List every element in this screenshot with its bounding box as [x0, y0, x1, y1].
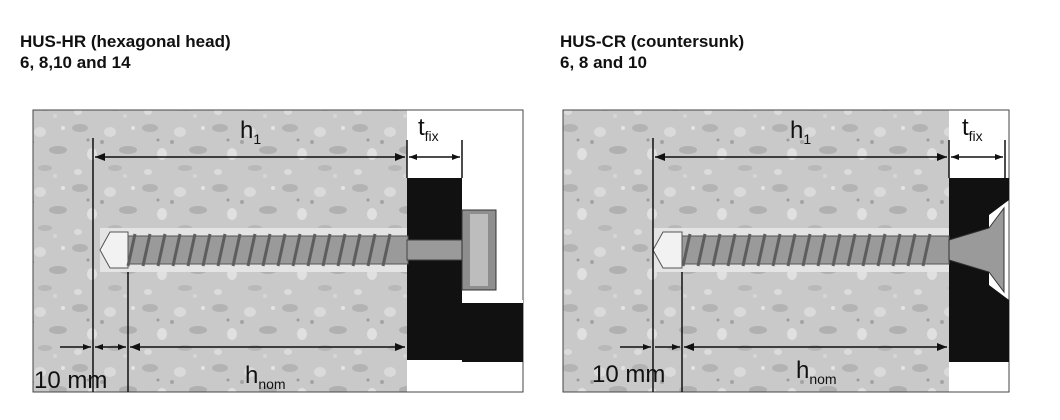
right-diagram-heading: HUS-CR (countersunk) 6, 8 and 10: [560, 31, 744, 73]
right-countersunk-head: [948, 206, 1005, 294]
left-fixture-lower: [462, 303, 523, 362]
right-tfix-label: tfix: [962, 114, 983, 144]
left-diagram-heading: HUS-HR (hexagonal head) 6, 8,10 and 14: [20, 31, 231, 73]
left-arrowheads: [83, 153, 460, 351]
right-dimensions: [620, 138, 1006, 392]
left-diagram: h1 tfix 10 mm hnom: [32, 109, 524, 394]
right-frame: [562, 109, 1010, 393]
right-diagram-subtitle: 6, 8 and 10: [560, 53, 647, 72]
right-edge-distance-label: 10 mm: [592, 361, 665, 388]
left-tfix-label: tfix: [418, 114, 439, 144]
right-diagram: h1 tfix 10 mm hnom: [562, 109, 1010, 393]
left-hnom-label: hnom: [245, 362, 286, 392]
right-arrowheads: [643, 153, 1003, 351]
right-hnom-label: hnom: [796, 357, 837, 387]
right-h1-label: h1: [790, 117, 811, 147]
left-frame: [32, 109, 524, 393]
left-dimensions: [60, 138, 463, 392]
left-fixture-plate: [407, 178, 462, 360]
left-edge-distance-label: 10 mm: [34, 367, 107, 394]
right-countersunk-screw: [652, 206, 1005, 294]
left-diagram-subtitle: 6, 8,10 and 14: [20, 53, 131, 72]
right-fixture-plate: [949, 178, 1009, 362]
right-diagram-title: HUS-CR (countersunk): [560, 32, 745, 51]
left-h1-label: h1: [240, 117, 261, 147]
left-diagram-title: HUS-HR (hexagonal head): [20, 32, 231, 51]
